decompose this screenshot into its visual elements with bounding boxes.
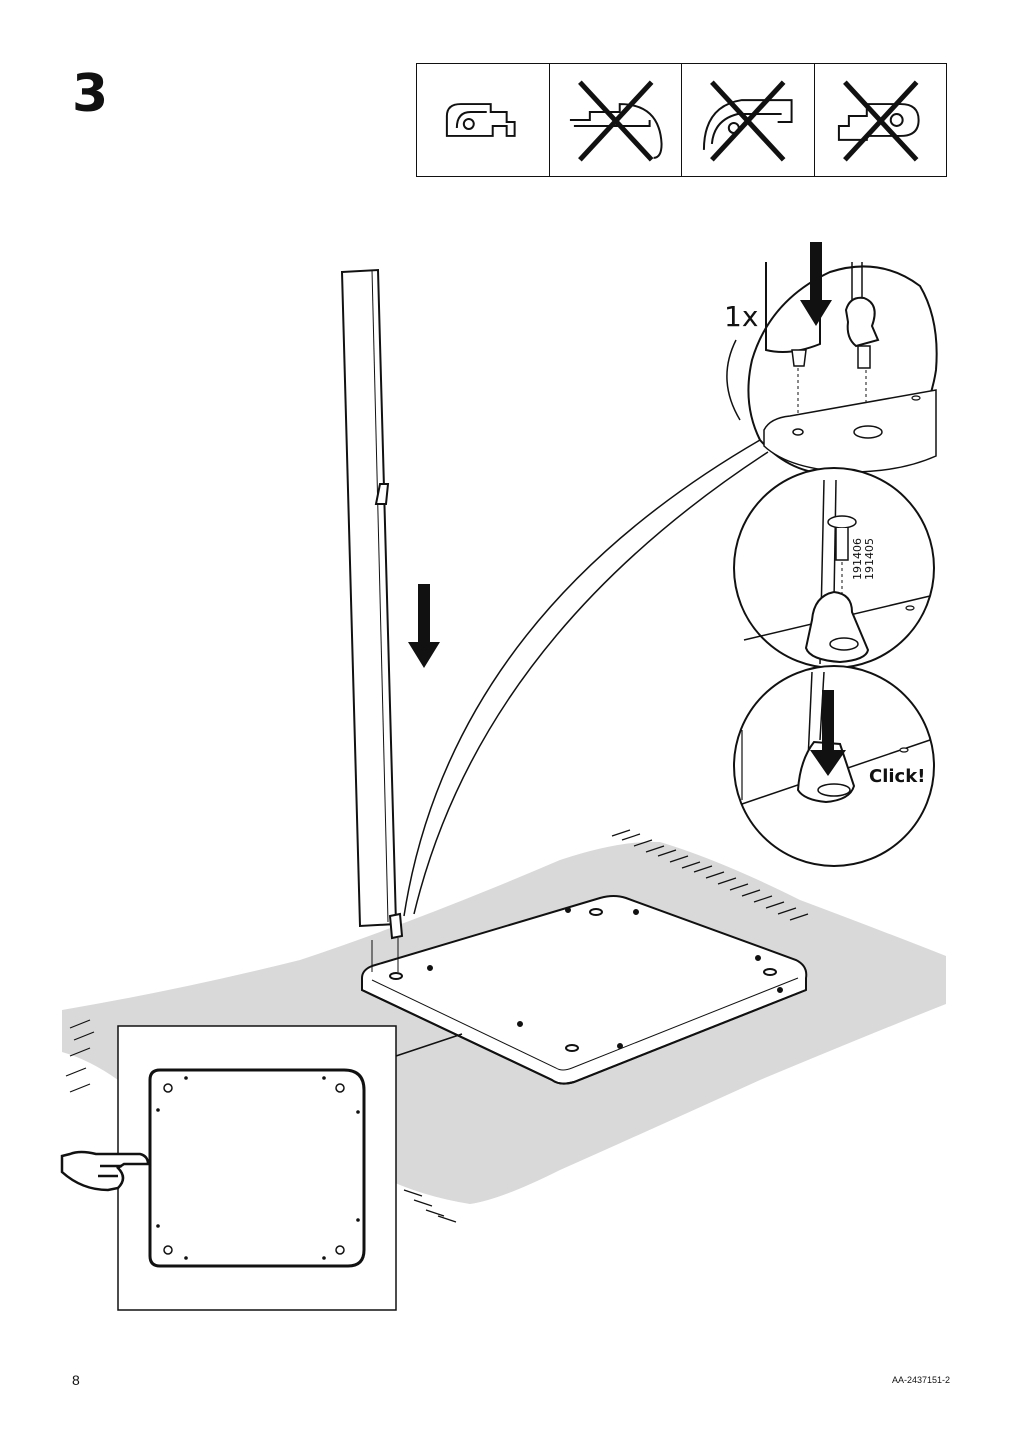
page-number: 8 bbox=[72, 1372, 80, 1388]
profile-wrong-icon bbox=[569, 80, 663, 162]
top-view-inset bbox=[117, 1025, 397, 1311]
down-arrow-main bbox=[408, 584, 440, 668]
upright-post bbox=[340, 268, 404, 972]
click-label: Click! bbox=[869, 766, 926, 787]
profile-cell-correct bbox=[417, 64, 550, 176]
detail-circle-2 bbox=[733, 467, 935, 669]
profile-orientation-strip bbox=[416, 63, 947, 177]
carpet-fringe bbox=[65, 829, 809, 1223]
profile-cell-wrong-1 bbox=[550, 64, 682, 176]
document-code: AA-2437151-2 bbox=[891, 1375, 950, 1385]
profile-cell-wrong-2 bbox=[682, 64, 815, 176]
quantity-label: 1x bbox=[724, 300, 759, 333]
profile-wrong-icon bbox=[837, 80, 920, 162]
profile-correct-icon bbox=[445, 103, 516, 137]
base-plate bbox=[361, 895, 808, 1085]
part-number: 191405 bbox=[863, 538, 876, 580]
profile-wrong-icon bbox=[702, 80, 793, 162]
pointing-hand-icon bbox=[60, 1150, 150, 1192]
down-arrow-detail bbox=[800, 242, 832, 326]
detail-circle-3 bbox=[733, 665, 935, 867]
detail-circle-1 bbox=[747, 262, 938, 476]
part-numbers: 191406 191405 bbox=[851, 510, 876, 580]
profile-cell-wrong-3 bbox=[815, 64, 947, 176]
step-number: 3 bbox=[72, 64, 109, 124]
